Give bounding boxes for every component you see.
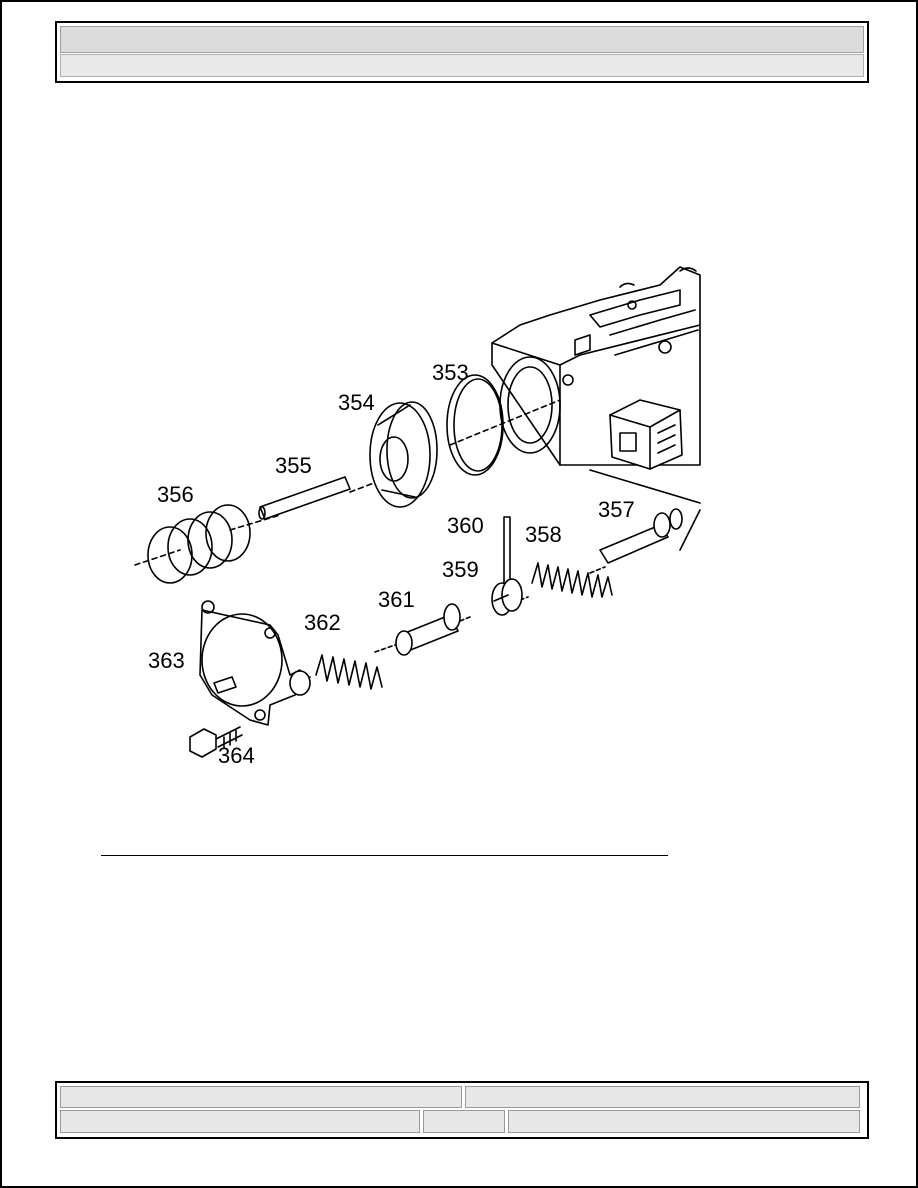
separator-rule <box>101 855 668 856</box>
seal-ring-353 <box>446 374 504 476</box>
callout-355: 355 <box>275 453 312 478</box>
callout-359: 359 <box>442 557 479 582</box>
footer-cell-bottom-left <box>60 1110 420 1133</box>
pin-355 <box>258 476 351 520</box>
callout-363: 363 <box>148 648 185 673</box>
callout-353: 353 <box>432 360 469 385</box>
exploded-view-diagram: 353 354 355 356 357 358 359 360 361 362 … <box>134 266 701 768</box>
spring-362 <box>315 654 383 690</box>
valve-357 <box>599 508 683 564</box>
callout-361: 361 <box>378 587 415 612</box>
piston-354 <box>369 401 438 508</box>
page-footer <box>55 1081 869 1139</box>
callout-362: 362 <box>304 610 341 635</box>
footer-cell-top-right <box>465 1086 860 1108</box>
footer-cell-bottom-middle <box>423 1110 505 1133</box>
spring-358 <box>531 562 613 598</box>
plug-359 <box>491 578 523 616</box>
cover-363 <box>199 600 311 726</box>
callout-357: 357 <box>598 497 635 522</box>
page-header <box>55 21 869 83</box>
callout-358: 358 <box>525 522 562 547</box>
valve-361 <box>395 603 461 656</box>
large-spring-356 <box>147 504 251 584</box>
bolt-364 <box>189 726 243 758</box>
callout-360: 360 <box>447 513 484 538</box>
callout-356: 356 <box>157 482 194 507</box>
pin-360 <box>503 516 511 586</box>
callout-354: 354 <box>338 390 375 415</box>
header-subtitle-bar <box>60 54 864 77</box>
solenoid <box>609 399 683 470</box>
header-title-bar <box>60 26 864 53</box>
footer-cell-top-left <box>60 1086 462 1108</box>
callout-364: 364 <box>218 743 255 768</box>
footer-cell-bottom-right <box>508 1110 860 1133</box>
